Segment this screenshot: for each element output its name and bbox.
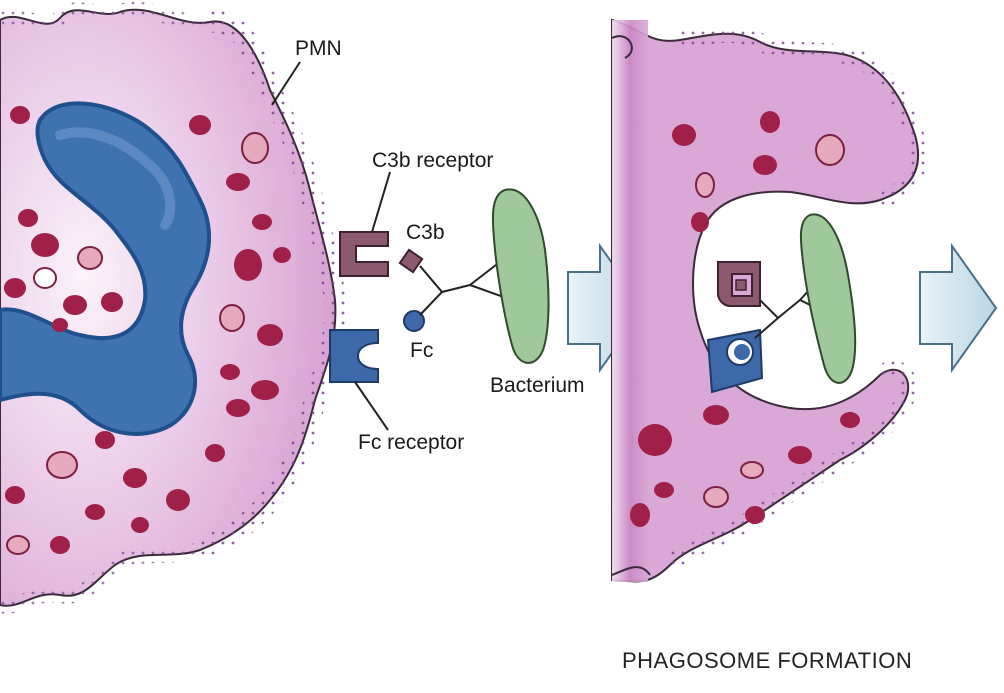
- bacterium-shape: [491, 188, 550, 364]
- label-fc: Fc: [410, 339, 434, 362]
- fc-receptor-shape: [329, 329, 379, 383]
- label-pmn: PMN: [295, 37, 342, 60]
- phagosome-cell: [611, 18, 928, 583]
- label-bacterium: Bacterium: [490, 374, 585, 397]
- step-arrow-2: [919, 242, 998, 374]
- label-fc-receptor: Fc receptor: [358, 431, 465, 454]
- label-c3b: C3b: [406, 221, 445, 244]
- c3b-receptor-shape: [339, 231, 389, 277]
- fc-molecule: [403, 310, 425, 332]
- caption-phagosome-formation: PHAGOSOME FORMATION: [622, 648, 913, 673]
- granules: [4, 106, 291, 555]
- nucleus: [0, 101, 212, 436]
- opsonized-bacterium: [398, 188, 550, 364]
- phagosome-cytoplasm: [611, 18, 920, 583]
- phagosome-granules: [630, 111, 860, 527]
- label-c3b-receptor: C3b receptor: [372, 149, 494, 172]
- pmn-cell: [0, 1, 391, 614]
- c3b-molecule: [398, 248, 424, 274]
